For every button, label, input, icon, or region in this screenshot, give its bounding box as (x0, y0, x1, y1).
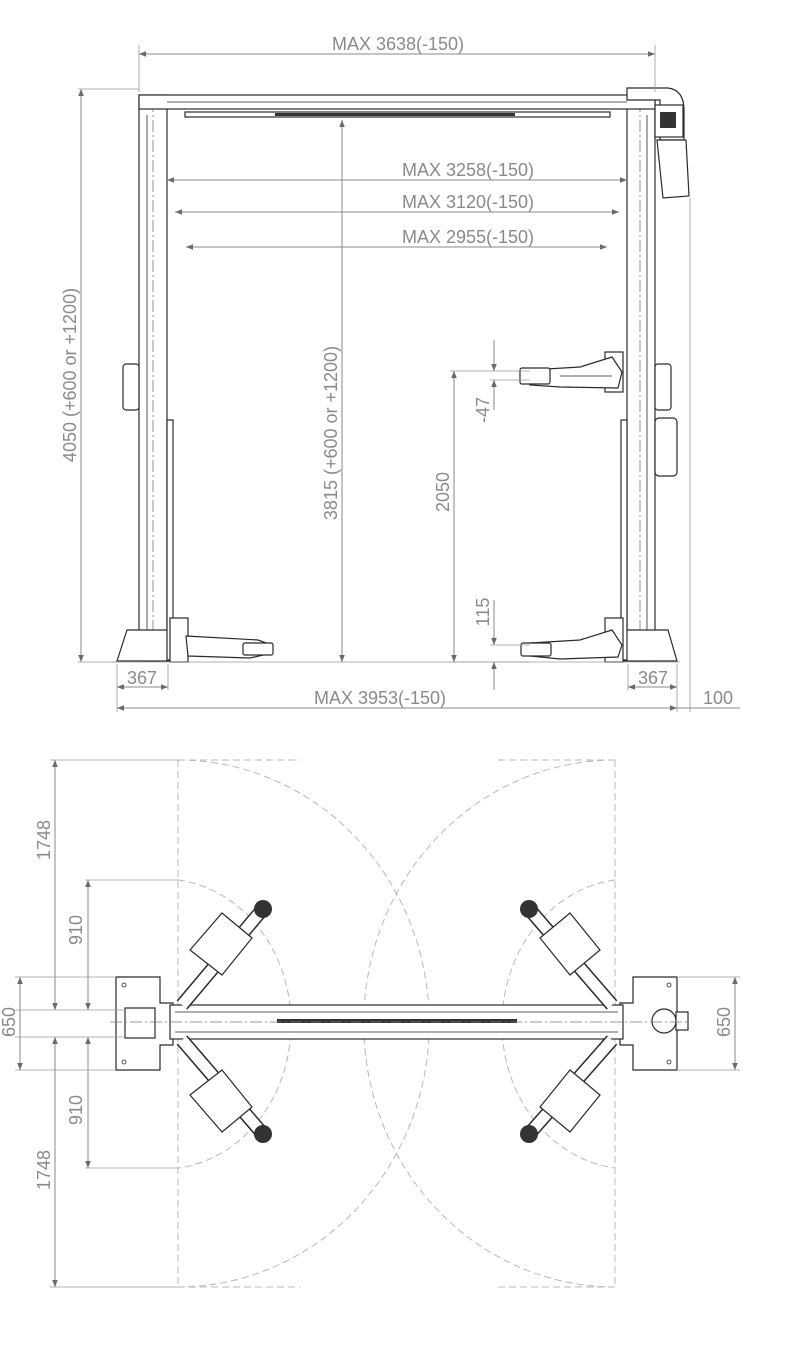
top-view: 1748 910 650 910 1748 650 (0, 759, 740, 1288)
dim-max-width-2: MAX 3120(-150) (402, 192, 534, 212)
dim-arm-span-bottom: 910 (66, 1095, 86, 1125)
right-arm-raised (519, 351, 624, 393)
dim-max-outer-width: MAX 3638(-150) (332, 34, 464, 54)
front-view: MAX 3638(-150) MAX 3258(-150) MAX 3120(-… (60, 34, 740, 712)
dim-side-clearance: 100 (703, 688, 733, 708)
left-column-base (115, 976, 174, 1071)
arm-bottom-left (176, 1035, 272, 1143)
dim-arm-offset-top: -47 (473, 397, 493, 423)
dim-clear-height: 3815 (+600 or +1200) (321, 346, 341, 520)
top-beam (138, 94, 656, 118)
right-column (614, 94, 678, 662)
dim-max-base-width: MAX 3953(-150) (314, 688, 446, 708)
right-column-base (619, 976, 689, 1071)
dim-total-height: 4050 (+600 or +1200) (60, 288, 80, 462)
arm-bottom-right (520, 1035, 618, 1143)
dim-arm-reach-bottom: 1748 (34, 1150, 54, 1190)
dim-max-width-1: MAX 3258(-150) (402, 160, 534, 180)
dim-arm-reach-top: 1748 (34, 820, 54, 860)
dim-arm-span-top: 910 (66, 915, 86, 945)
dim-base-right: 367 (638, 668, 668, 688)
arm-top-left (176, 900, 272, 1010)
dim-column-depth-left: 650 (0, 1007, 19, 1037)
left-column (116, 94, 189, 662)
dim-column-depth-right: 650 (714, 1007, 734, 1037)
left-arm (169, 617, 274, 663)
power-unit (626, 87, 690, 199)
right-arm-lowered (520, 617, 624, 663)
dim-max-width-3: MAX 2955(-150) (402, 227, 534, 247)
crossbeam (110, 1004, 690, 1040)
arm-top-right (520, 900, 618, 1010)
dim-lift-height: 2050 (433, 472, 453, 512)
dim-arm-min-height: 115 (473, 598, 493, 627)
dim-base-left: 367 (127, 668, 157, 688)
